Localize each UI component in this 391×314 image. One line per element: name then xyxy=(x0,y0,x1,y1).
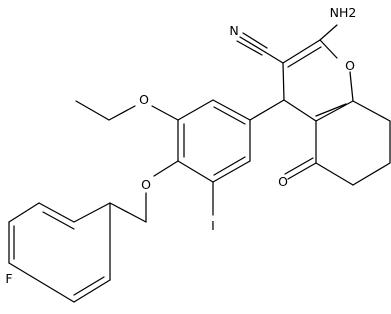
bond xyxy=(177,99,214,121)
bond xyxy=(8,202,40,223)
iodine-label: I xyxy=(211,218,215,233)
benzyloxy-oxygen-label: O xyxy=(141,177,151,192)
ring-oxygen-label: O xyxy=(345,58,355,73)
bond xyxy=(283,99,317,122)
bond xyxy=(315,103,347,117)
bond xyxy=(73,202,111,223)
bond xyxy=(242,32,268,49)
bond xyxy=(42,211,75,230)
bond xyxy=(151,105,179,121)
bond xyxy=(236,40,263,56)
ethoxy-oxygen-label: O xyxy=(139,92,149,107)
bond xyxy=(153,160,179,177)
fluorine-label: F xyxy=(5,271,12,286)
atom-labels: N NH2 O O O O I F xyxy=(5,5,356,286)
bond xyxy=(284,157,314,175)
bond xyxy=(319,39,338,59)
bond xyxy=(349,71,354,102)
amino-group-label: NH2 xyxy=(330,5,357,20)
bond xyxy=(352,100,391,122)
bond xyxy=(319,24,338,41)
bond-lines xyxy=(8,24,391,303)
bond xyxy=(315,100,354,122)
bond xyxy=(287,162,317,180)
ketone-oxygen-label: O xyxy=(278,174,288,189)
bond xyxy=(73,279,111,303)
bond xyxy=(38,202,75,223)
bond xyxy=(213,156,246,176)
nitrile-nitrogen-label: N xyxy=(229,23,238,38)
bond xyxy=(108,105,136,121)
bond xyxy=(239,36,266,53)
bond xyxy=(264,51,284,64)
bond xyxy=(109,202,147,223)
bond xyxy=(352,162,391,186)
bond xyxy=(213,106,246,125)
bond xyxy=(249,99,285,121)
bond xyxy=(73,276,105,296)
bond xyxy=(282,62,285,101)
bond xyxy=(177,160,214,183)
bond xyxy=(212,160,251,183)
bond xyxy=(282,39,321,64)
bond xyxy=(8,262,75,303)
bond xyxy=(75,100,110,121)
bond xyxy=(315,162,354,186)
bond xyxy=(212,99,251,121)
bond xyxy=(287,46,322,68)
